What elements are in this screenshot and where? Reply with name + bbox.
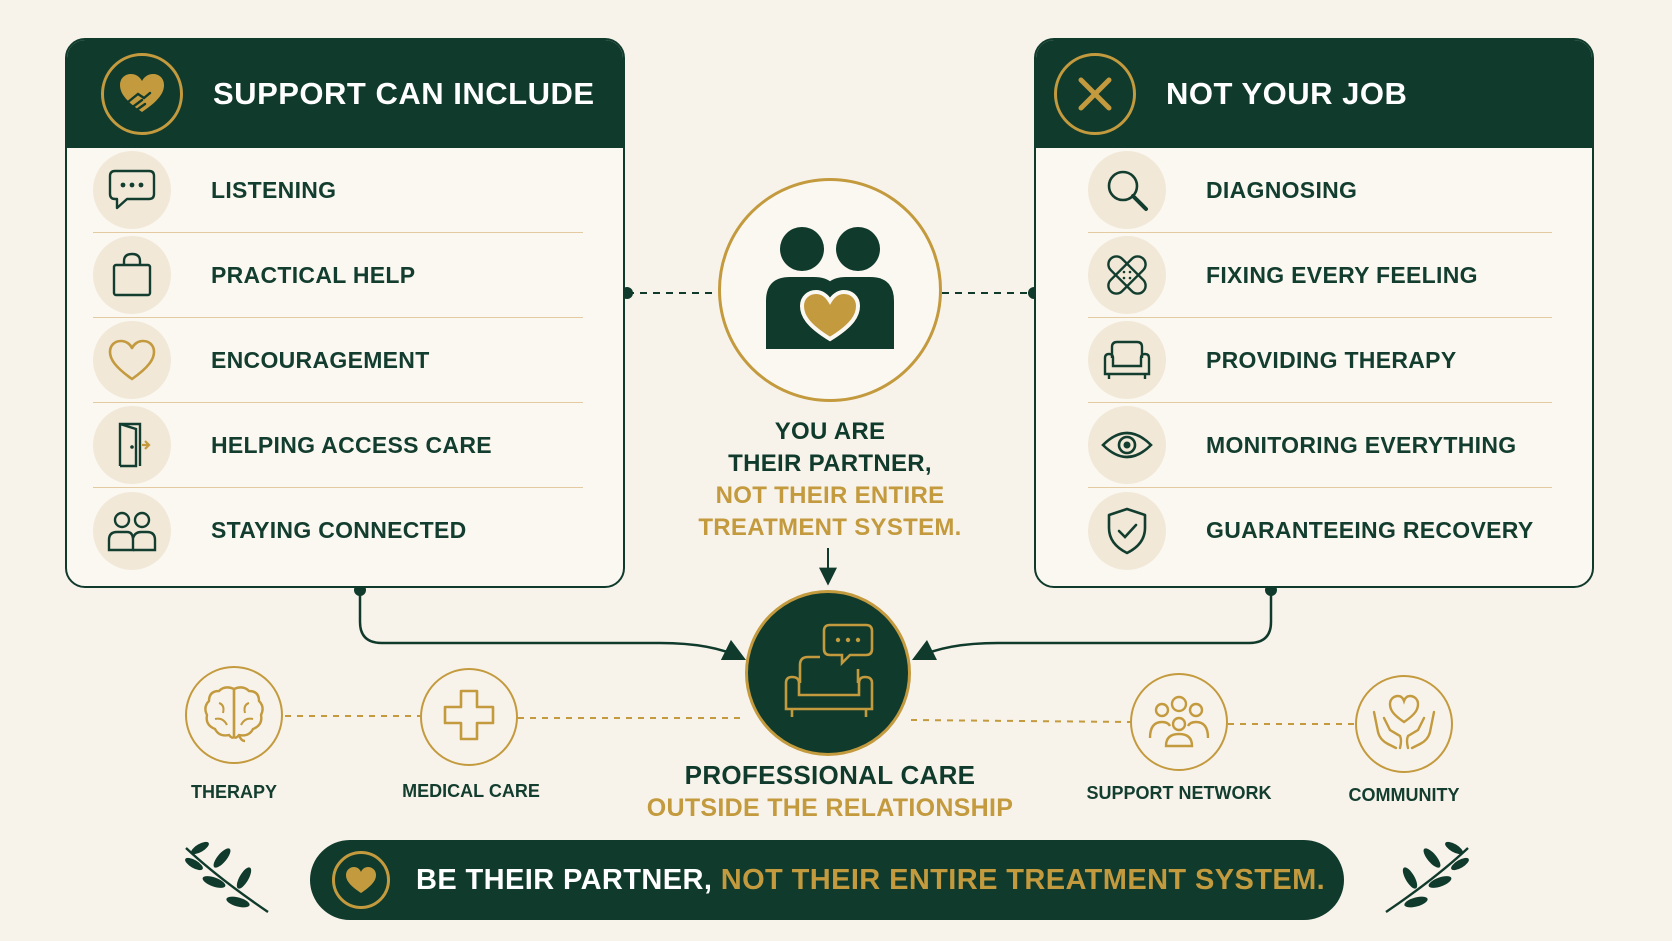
people-icon	[93, 491, 171, 570]
professional-care-subtitle: OUTSIDE THE RELATIONSHIP	[646, 794, 1014, 822]
list-item: STAYING CONNECTED	[93, 488, 583, 573]
magnifier-icon	[1088, 151, 1166, 229]
community-label: COMMUNITY	[1348, 785, 1460, 805]
brain-icon	[201, 683, 267, 748]
item-label: PROVIDING THERAPY	[1206, 346, 1457, 373]
support-list: LISTENING PRACTICAL HELP ENCOURAGEMENT H…	[67, 148, 623, 573]
list-item: PROVIDING THERAPY	[1088, 318, 1552, 403]
item-label: GUARANTEEING RECOVERY	[1206, 517, 1534, 543]
eye-icon	[1088, 406, 1166, 484]
medical-care-circle	[420, 668, 518, 766]
therapy-label: THERAPY	[190, 782, 277, 802]
partner-circle	[718, 178, 942, 402]
list-item: LISTENING	[93, 148, 583, 233]
bottom-banner: BE THEIR PARTNER, NOT THEIR ENTIRE TREAT…	[310, 840, 1344, 920]
speech-bubble-icon	[93, 151, 171, 229]
x-circle-icon	[1054, 53, 1136, 135]
item-label: HELPING ACCESS CARE	[211, 431, 492, 458]
medical-cross-icon	[441, 687, 497, 748]
heart-icon	[93, 321, 171, 399]
list-item: DIAGNOSING	[1088, 148, 1552, 233]
item-label: STAYING CONNECTED	[211, 517, 467, 543]
list-item: HELPING ACCESS CARE	[93, 403, 583, 488]
leaf-sprig-icon	[178, 838, 274, 923]
support-panel: SUPPORT CAN INCLUDE LISTENING PRACTICAL …	[65, 38, 625, 588]
banner-text: BE THEIR PARTNER, NOT THEIR ENTIRE TREAT…	[416, 864, 1325, 897]
shopping-bag-icon	[93, 236, 171, 314]
list-item: ENCOURAGEMENT	[93, 318, 583, 403]
item-label: ENCOURAGEMENT	[211, 346, 430, 373]
statement-line-4: TREATMENT SYSTEM.	[698, 514, 962, 541]
support-panel-title: SUPPORT CAN INCLUDE	[213, 76, 595, 111]
professional-care-circle	[745, 590, 911, 756]
item-label: PRACTICAL HELP	[211, 261, 416, 288]
support-network-circle	[1130, 673, 1228, 771]
not-job-panel: NOT YOUR JOB DIAGNOSING FIXING EVERY FEE…	[1034, 38, 1594, 588]
bandage-icon	[1088, 236, 1166, 314]
not-job-panel-header: NOT YOUR JOB	[1036, 40, 1592, 148]
list-item: MONITORING EVERYTHING	[1088, 403, 1552, 488]
leaf-sprig-icon	[1380, 838, 1476, 923]
list-item: PRACTICAL HELP	[93, 233, 583, 318]
not-job-list: DIAGNOSING FIXING EVERY FEELING PROVIDIN…	[1036, 148, 1592, 573]
support-panel-header: SUPPORT CAN INCLUDE	[67, 40, 623, 148]
item-label: LISTENING	[211, 176, 337, 203]
support-network-label: SUPPORT NETWORK	[1086, 783, 1272, 803]
partner-statement: YOU ARE THEIR PARTNER, NOT THEIR ENTIRE …	[670, 416, 990, 544]
list-item: GUARANTEEING RECOVERY	[1088, 488, 1552, 573]
community-circle	[1355, 675, 1453, 773]
not-job-panel-title: NOT YOUR JOB	[1166, 76, 1408, 111]
item-label: MONITORING EVERYTHING	[1206, 431, 1517, 458]
list-item: FIXING EVERY FEELING	[1088, 233, 1552, 318]
statement-line-3: NOT THEIR ENTIRE	[715, 482, 945, 509]
door-icon	[93, 406, 171, 484]
statement-line-2: THEIR PARTNER,	[728, 450, 932, 477]
item-label: FIXING EVERY FEELING	[1206, 261, 1478, 288]
heart-icon	[332, 851, 390, 909]
medical-care-label: MEDICAL CARE	[402, 781, 540, 801]
couple-heart-icon	[760, 223, 900, 358]
therapy-circle	[185, 666, 283, 764]
professional-care-title: PROFESSIONAL CARE	[684, 760, 976, 790]
group-icon	[1146, 692, 1212, 753]
item-label: DIAGNOSING	[1206, 176, 1358, 203]
statement-line-1: YOU ARE	[774, 418, 886, 445]
banner-text-gold: NOT THEIR ENTIRE TREATMENT SYSTEM.	[720, 863, 1326, 896]
heart-handshake-icon	[101, 53, 183, 135]
shield-check-icon	[1088, 491, 1166, 570]
armchair-icon	[1088, 321, 1166, 399]
armchair-chat-icon	[776, 619, 880, 728]
hands-heart-icon	[1370, 692, 1438, 757]
banner-text-white: BE THEIR PARTNER,	[416, 863, 713, 896]
